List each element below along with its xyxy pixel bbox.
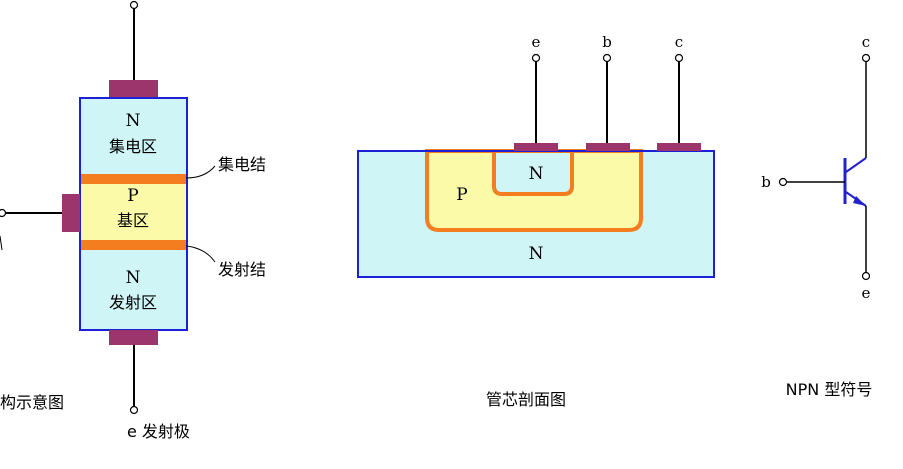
sym-c-label: c — [862, 33, 870, 51]
collector-contact — [109, 80, 158, 98]
emitter-contact — [109, 330, 158, 345]
sym-b-dot — [778, 177, 788, 187]
cross-section: e b c N P N 管芯剖面图 — [357, 33, 715, 409]
emitter-junction-pointer — [185, 245, 216, 263]
emitter-region-label: 发射区 — [109, 293, 157, 312]
structure-caption: 构示意图 — [0, 393, 64, 412]
cs-e-label: e — [532, 33, 541, 51]
collector-terminal-dot — [129, 0, 139, 10]
inner-n-region — [492, 149, 574, 196]
collector-junction-label: 集电结 — [218, 155, 266, 174]
cs-base-dot — [602, 53, 612, 63]
collector-region-label: 集电区 — [109, 137, 157, 156]
symbol-caption: NPN 型符号 — [786, 380, 873, 399]
cs-substrate-n-label: N — [529, 244, 544, 264]
base-region — [81, 180, 186, 244]
sym-collector-line — [845, 157, 867, 173]
emitter-junction-band — [81, 240, 186, 250]
emitter-terminal-label: e 发射极 — [127, 422, 190, 441]
structure-schematic: N 集电区 P 基区 N 发射区 集电结 发射结 e 发射极 构示意图 — [0, 0, 266, 441]
cs-base-contact — [586, 143, 630, 151]
sym-e-label: e — [862, 284, 871, 302]
sym-e-dot — [861, 271, 871, 281]
base-p-label: P — [127, 186, 138, 206]
sym-c-dot — [861, 53, 871, 63]
cs-p-label: P — [456, 185, 467, 205]
emitter-junction-label: 发射结 — [218, 260, 266, 279]
cs-collector-contact — [657, 143, 701, 151]
emitter-n-label: N — [126, 268, 141, 288]
cross-section-caption: 管芯剖面图 — [486, 390, 566, 409]
base-region-label: 基区 — [117, 211, 149, 230]
base-terminal-dot — [0, 208, 7, 218]
base-contact — [62, 194, 80, 232]
collector-n-label: N — [126, 111, 141, 131]
cs-inner-n-label: N — [529, 164, 544, 184]
cs-b-label: b — [602, 33, 612, 51]
collector-junction-pointer — [185, 165, 216, 179]
base-label-fragment — [0, 235, 3, 251]
npn-symbol: c b e NPN 型符号 — [761, 33, 872, 399]
collector-junction-band — [81, 174, 186, 184]
emitter-terminal-dot — [129, 405, 139, 415]
cs-collector-dot — [674, 53, 684, 63]
cs-emitter-contact — [514, 143, 558, 151]
cs-c-label: c — [675, 33, 683, 51]
sym-b-label: b — [761, 173, 771, 191]
sym-emitter-arrow — [853, 196, 866, 206]
cs-emitter-dot — [531, 53, 541, 63]
